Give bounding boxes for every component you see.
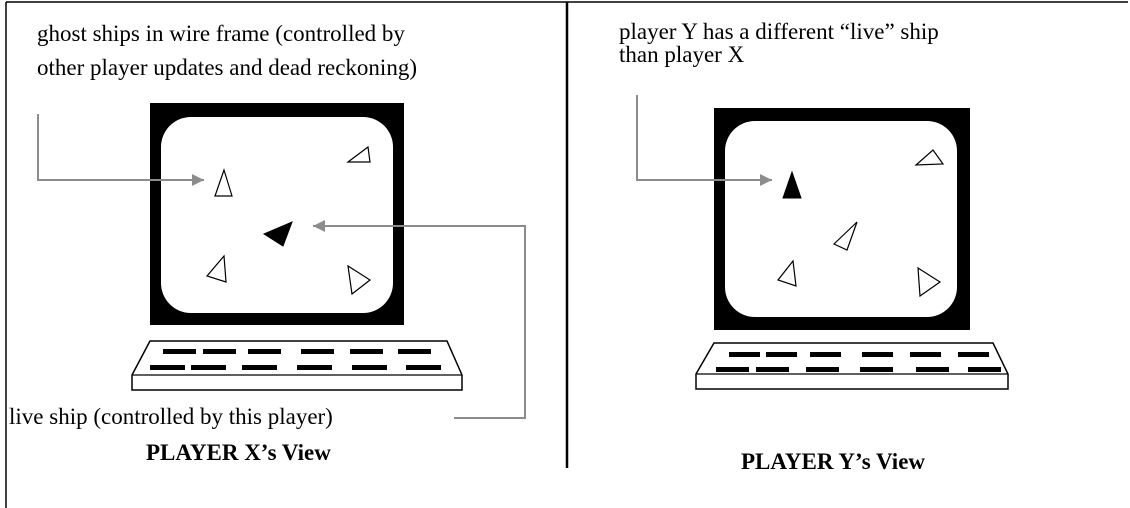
player-y-screen xyxy=(725,121,957,317)
ghost-ship-arrow xyxy=(37,114,204,186)
player-y-computer xyxy=(695,108,1009,390)
live-ship-icon xyxy=(782,170,802,199)
ghost-ship-icon xyxy=(347,264,372,296)
player-y-keys xyxy=(716,352,1001,372)
live-ship-arrow xyxy=(313,220,526,419)
live-ship-icon xyxy=(262,221,293,247)
ghost-ships-annotation-line-2: other player updates and dead reckoning) xyxy=(37,55,417,80)
ghost-ships-annotation-line-1: ghost ships in wire frame (controlled by xyxy=(37,21,405,46)
ghost-ship-icon xyxy=(776,259,797,287)
ghost-ship-icon xyxy=(832,221,858,251)
ghost-ship-icon xyxy=(914,149,945,166)
player-x-keys xyxy=(150,349,441,370)
player-x-caption: PLAYER X’s View xyxy=(146,440,331,465)
player-y-keyboard-base xyxy=(695,342,1009,390)
player-y-annotation-line-2: than player X xyxy=(619,42,745,67)
ghost-ship-icon xyxy=(214,168,233,197)
player-y-annotation-line-1: player Y has a different “live” ship xyxy=(619,19,939,44)
ghost-ship-icon xyxy=(205,254,227,283)
player-y-caption: PLAYER Y’s View xyxy=(741,449,926,474)
player-x-computer xyxy=(131,103,463,391)
ghost-ship-icon xyxy=(346,145,371,163)
player-y-live-ship-arrow xyxy=(636,95,772,186)
ghost-ship-icon xyxy=(917,266,942,298)
live-ship-annotation: live ship (controlled by this player) xyxy=(9,404,333,429)
